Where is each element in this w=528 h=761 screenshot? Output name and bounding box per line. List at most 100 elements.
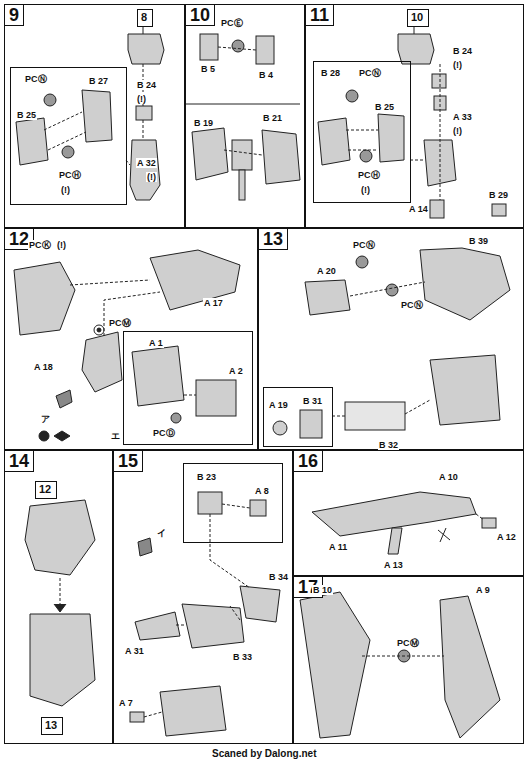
part-label: B 24 — [452, 46, 473, 56]
illustration-shape — [360, 150, 372, 162]
illustration-shape — [440, 596, 500, 738]
marking-number: ア — [40, 414, 51, 424]
illustration-shape — [186, 104, 300, 105]
illustration-shape — [82, 332, 122, 392]
illustration-shape — [210, 514, 250, 588]
illustration-shape — [346, 90, 358, 102]
part-label: A 14 — [408, 204, 429, 214]
part-label: A 9 — [475, 585, 491, 595]
part-label: B 4 — [258, 70, 274, 80]
illustration-shape — [44, 47, 484, 717]
illustration-shape — [48, 132, 86, 150]
part-label: A 31 — [124, 646, 145, 656]
illustration-shape — [362, 656, 444, 657]
part-label: PCⓀ — [28, 240, 52, 250]
illustration-shape — [176, 625, 184, 626]
illustration-shape — [430, 355, 500, 425]
illustration-shape — [410, 160, 424, 161]
caution-mark: (!) — [56, 240, 67, 250]
illustration-shape — [130, 140, 160, 200]
part-label: A 11 — [328, 542, 348, 552]
illustration-shape — [222, 504, 250, 508]
caution-mark: (!) — [60, 185, 71, 195]
marking-number: エ — [110, 431, 121, 441]
caution-mark: (!) — [452, 126, 463, 136]
part-label: B 21 — [262, 113, 283, 123]
illustration-shape — [230, 606, 240, 620]
step-number: 14 — [5, 451, 34, 472]
part-label: B 19 — [193, 118, 214, 128]
part-label: B 31 — [302, 396, 323, 406]
illustration-shape — [273, 421, 287, 435]
illustration-shape — [200, 34, 218, 60]
illustration-shape — [132, 346, 184, 406]
illustration-shape — [250, 500, 266, 516]
illustration-shape — [482, 518, 496, 528]
part-label: PCⒽ — [58, 170, 82, 180]
step-number: 13 — [259, 229, 288, 250]
illustration-shape — [414, 26, 415, 34]
illustration-shape — [25, 500, 95, 575]
part-label: A 19 — [268, 400, 289, 410]
detail-inset: B 28PCⓃB 25PCⒽ(!) — [313, 61, 411, 203]
illustration-shape — [60, 578, 61, 608]
illustration-shape — [232, 140, 252, 170]
illustration-shape — [300, 592, 370, 738]
illustration-shape — [97, 328, 101, 332]
part-label: PCⒹ — [152, 428, 176, 438]
illustration-shape — [82, 90, 112, 142]
part-label: PCⓃ — [352, 240, 376, 250]
part-label: A 1 — [148, 338, 164, 348]
illustration-shape — [192, 128, 228, 180]
step-number: 10 — [186, 5, 215, 26]
illustration-shape — [62, 146, 74, 158]
illustration-shape — [239, 170, 245, 200]
illustration-shape — [476, 514, 484, 520]
step-panel: 17 — [293, 576, 524, 744]
illustration-shape — [54, 104, 300, 612]
part-label: B 5 — [200, 64, 216, 74]
part-label: PCⓃ — [358, 68, 382, 78]
illustration-shape — [240, 586, 280, 622]
illustration-shape — [143, 26, 144, 34]
illustration-shape — [262, 130, 300, 184]
detail-inset: A 1A 2PCⒹ — [123, 331, 253, 445]
step-panel: 141213 — [4, 450, 113, 744]
part-label: PCⓂ — [396, 638, 420, 648]
illustration-shape — [388, 528, 402, 554]
illustration-shape — [318, 118, 350, 165]
illustration-shape — [256, 36, 274, 64]
illustration-shape — [430, 200, 444, 218]
illustration-shape — [300, 410, 322, 438]
illustration-shape — [70, 280, 150, 285]
illustration-shape — [356, 256, 368, 268]
reference-number: 10 — [408, 10, 426, 25]
part-label: A 33 — [452, 112, 473, 122]
caution-mark: (!) — [452, 60, 463, 70]
illustration-shape — [386, 284, 398, 296]
illustration-shape — [440, 64, 441, 200]
part-label: A 10 — [438, 472, 459, 482]
illustration-shape — [224, 150, 262, 155]
illustration-shape — [420, 248, 510, 320]
part-label: B 33 — [232, 652, 253, 662]
reference-number: 12 — [36, 482, 54, 497]
illustration-shape — [350, 282, 425, 296]
reference-number: 8 — [138, 10, 150, 25]
part-label: A 17 — [203, 298, 224, 308]
part-label: B 32 — [378, 440, 399, 450]
part-label: PCⒺ — [220, 18, 244, 28]
part-label: B 10 — [312, 585, 333, 595]
illustration-shape — [182, 604, 244, 648]
illustration-shape — [138, 538, 152, 556]
part-label: A 18 — [33, 362, 54, 372]
part-label: B 39 — [468, 236, 489, 246]
illustration-shape — [348, 150, 378, 151]
step-number: 15 — [114, 451, 143, 472]
illustration-shape — [492, 204, 506, 216]
part-label: A 20 — [316, 266, 337, 276]
caution-mark: (!) — [146, 172, 157, 182]
part-label: B 24 — [136, 80, 157, 90]
illustration-shape — [305, 280, 350, 315]
step-panel: 13 A 19 B 31 — [258, 228, 524, 450]
